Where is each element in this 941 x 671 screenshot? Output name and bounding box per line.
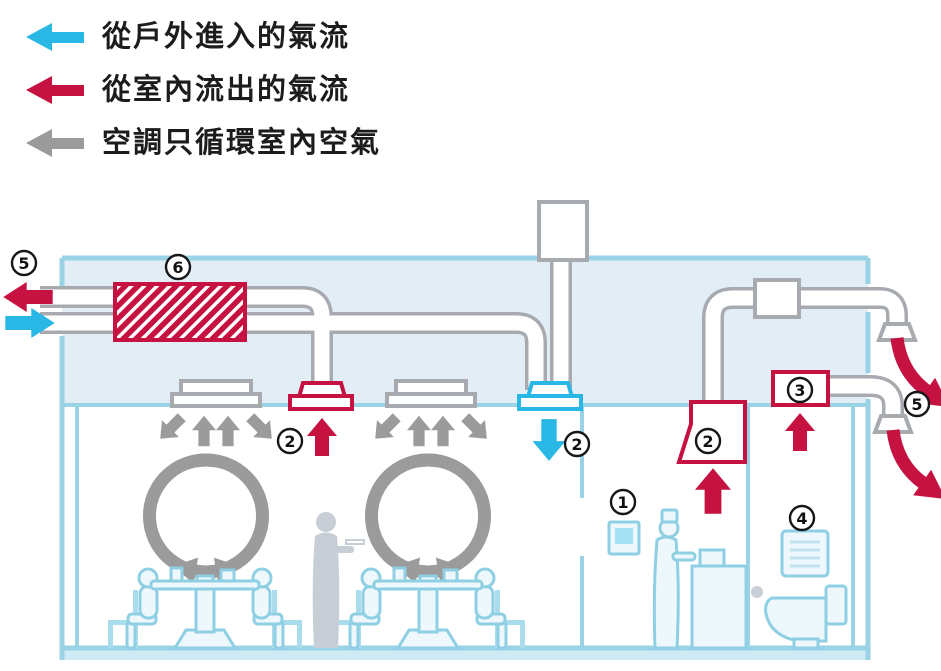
marker-2-kitchen-hood: 2: [694, 427, 722, 455]
cassette-air-arrow: [456, 408, 496, 448]
inflow-arrow-icon: [26, 22, 84, 51]
recirculation-arrows-zone1: [142, 453, 270, 584]
outflow-arrow-icon: [26, 75, 84, 104]
legend-label-outflow: 從室內流出的氣流: [102, 72, 351, 106]
circulation-arc-left: [364, 453, 440, 579]
rooftop-fan-unit: [537, 200, 589, 262]
cassette-air-arrow: [216, 415, 240, 447]
cassette-air-arrow: [151, 408, 191, 448]
marker-5-left-outlet: 5: [10, 249, 38, 277]
legend-label-inflow: 從戶外進入的氣流: [102, 19, 351, 53]
exhaust-up-arrow-kitchen: [695, 468, 731, 514]
cooking-pot: [698, 548, 726, 568]
marker-2-dining-supply: 2: [563, 430, 591, 458]
exhaust-swoosh-upper: [890, 337, 932, 397]
toilet: [751, 584, 848, 650]
dining-table-left: [108, 568, 302, 648]
svg-text:4: 4: [796, 509, 807, 528]
recirculation-arrows-zone2: [364, 453, 492, 584]
cassette-air-arrow: [192, 415, 216, 447]
marker-2-dining-exhaust: 2: [276, 427, 304, 455]
svg-text:1: 1: [617, 493, 628, 512]
cook-figure: [652, 508, 697, 650]
kitchen-counter: [690, 564, 748, 650]
marker-4-toilet-panel: 4: [788, 504, 816, 532]
exhaust-swoosh-lower: [886, 429, 928, 489]
outdoor-exhaust-arrows: [886, 337, 941, 512]
marker-3-toilet-fan: 3: [786, 376, 814, 404]
circulation-arrow-icon: [26, 128, 84, 157]
svg-text:5: 5: [18, 254, 29, 273]
circulation-arc-left: [142, 453, 218, 579]
waiter-figure: [312, 512, 365, 648]
exhaust-up-arrow-dining: [307, 418, 337, 456]
heat-exchanger-unit: [113, 282, 247, 342]
dining-table-right: [331, 568, 525, 648]
cassette-air-arrow: [407, 415, 431, 447]
supply-down-arrow-dining: [532, 419, 566, 461]
exhaust-junction-box: [753, 278, 801, 319]
marker-6-heat-exchanger: 6: [164, 253, 192, 281]
legend: 從戶外進入的氣流 從室內流出的氣流 空調只循環室內空氣: [26, 18, 381, 161]
toilet-wall-panel: [780, 529, 830, 578]
exhaust-grille-dining: [288, 381, 354, 411]
svg-text:2: 2: [284, 432, 295, 451]
cassette-air-arrow: [431, 415, 455, 447]
exhaust-up-arrow-toilet: [785, 413, 815, 451]
circulation-arc-right: [194, 453, 270, 579]
svg-text:2: 2: [571, 435, 582, 454]
legend-item-outflow: 從室內流出的氣流: [26, 71, 381, 108]
legend-label-circulation: 空調只循環室內空氣: [102, 125, 382, 159]
toilet-paper-holder: [751, 586, 763, 598]
svg-text:3: 3: [794, 381, 805, 400]
legend-item-inflow: 從戶外進入的氣流: [26, 18, 381, 55]
circulation-arc-right: [416, 453, 492, 579]
ac-cassette-right: [385, 379, 477, 408]
svg-text:6: 6: [172, 258, 183, 277]
marker-1-controller: 1: [609, 488, 637, 516]
svg-text:2: 2: [702, 432, 713, 451]
supply-grille-dining: [517, 381, 583, 411]
upper-exhaust-outlet: [876, 322, 918, 342]
ac-cassette-left: [170, 379, 262, 408]
cassette-air-arrow: [241, 408, 281, 448]
svg-text:5: 5: [911, 395, 922, 414]
legend-item-circulation: 空調只循環室內空氣: [26, 124, 381, 161]
duct-network: [40, 256, 908, 417]
ventilation-controller: [607, 520, 641, 556]
floor-slab: [62, 650, 868, 660]
marker-5-right-outlet: 5: [903, 390, 931, 418]
lower-exhaust-outlet: [872, 414, 914, 434]
cassette-air-arrow: [366, 408, 406, 448]
